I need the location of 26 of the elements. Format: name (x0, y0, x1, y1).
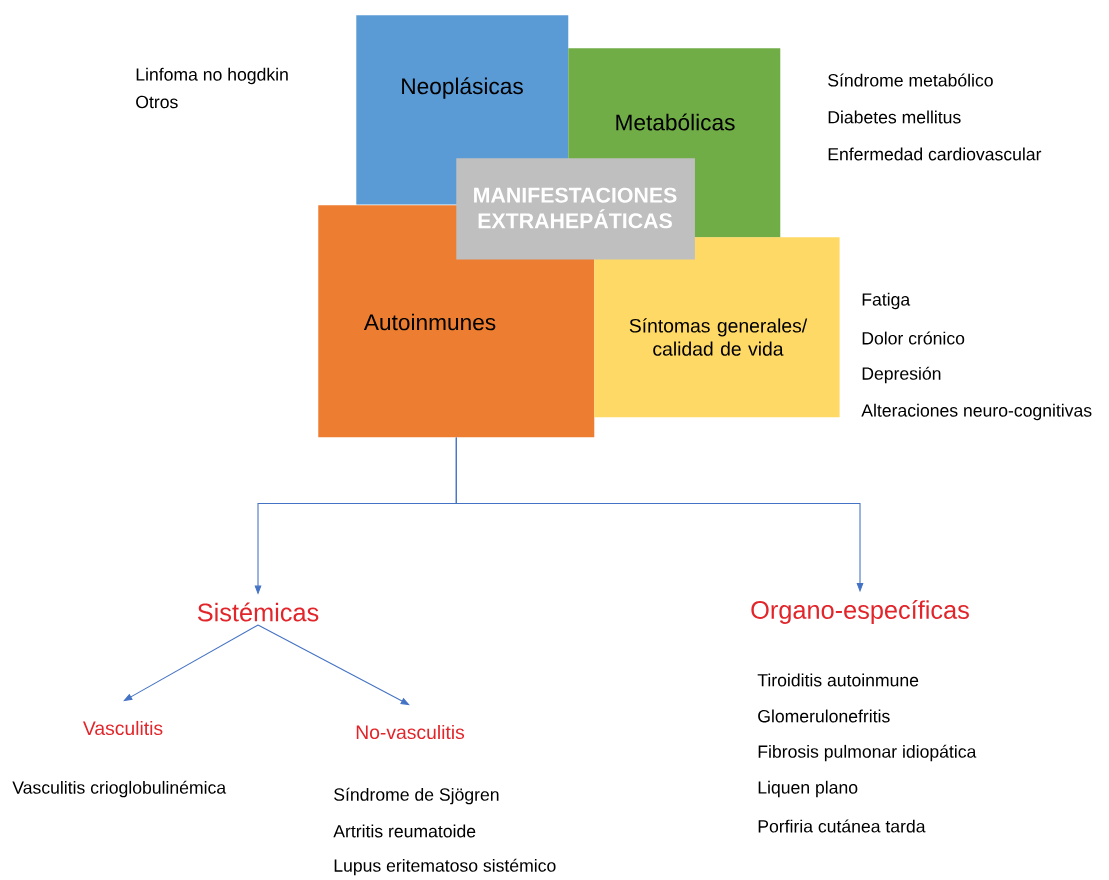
list-item: Tiroiditis autoinmune (757, 673, 919, 687)
list-item: Linfoma no hogdkin (136, 67, 288, 85)
list-item: Porfiria cutánea tarda (758, 819, 926, 833)
category-box: Síntomas generales/ calidad de vida (594, 237, 840, 418)
title-box: MANIFESTACIONES EXTRAHEPÁTICAS (456, 158, 695, 260)
arrow (123, 624, 259, 702)
list-item: Fibrosis pulmonar idiopática (758, 744, 977, 762)
list-item: Síndrome metabólico (828, 73, 993, 87)
list-item: Glomerulonefritis (758, 709, 890, 723)
list-item: Vasculitis crioglobulinémica (12, 780, 227, 798)
heading: Sistémicas (197, 602, 319, 622)
list-item: Otros (136, 95, 178, 109)
list-item: Síndrome de Sjögren (334, 787, 499, 805)
list-item: Fatiga (862, 292, 911, 310)
list-item: Depresión (862, 366, 941, 384)
list-item: Artritis reumatoide (333, 824, 476, 838)
list-item: Enfermedad cardiovascular (828, 147, 1042, 161)
list-item: Alteraciones neuro-cognitivas (861, 403, 1092, 421)
list-item: Dolor crónico (862, 331, 965, 345)
list-item: Liquen plano (758, 780, 858, 798)
heading: Vasculitis (83, 720, 163, 736)
heading: No-vasculitis (356, 724, 465, 740)
list-item: Lupus eritematoso sistémico (334, 858, 556, 876)
list-item: Diabetes mellitus (828, 110, 961, 124)
arrow (257, 624, 410, 706)
heading: Organo-específicas (751, 600, 969, 624)
